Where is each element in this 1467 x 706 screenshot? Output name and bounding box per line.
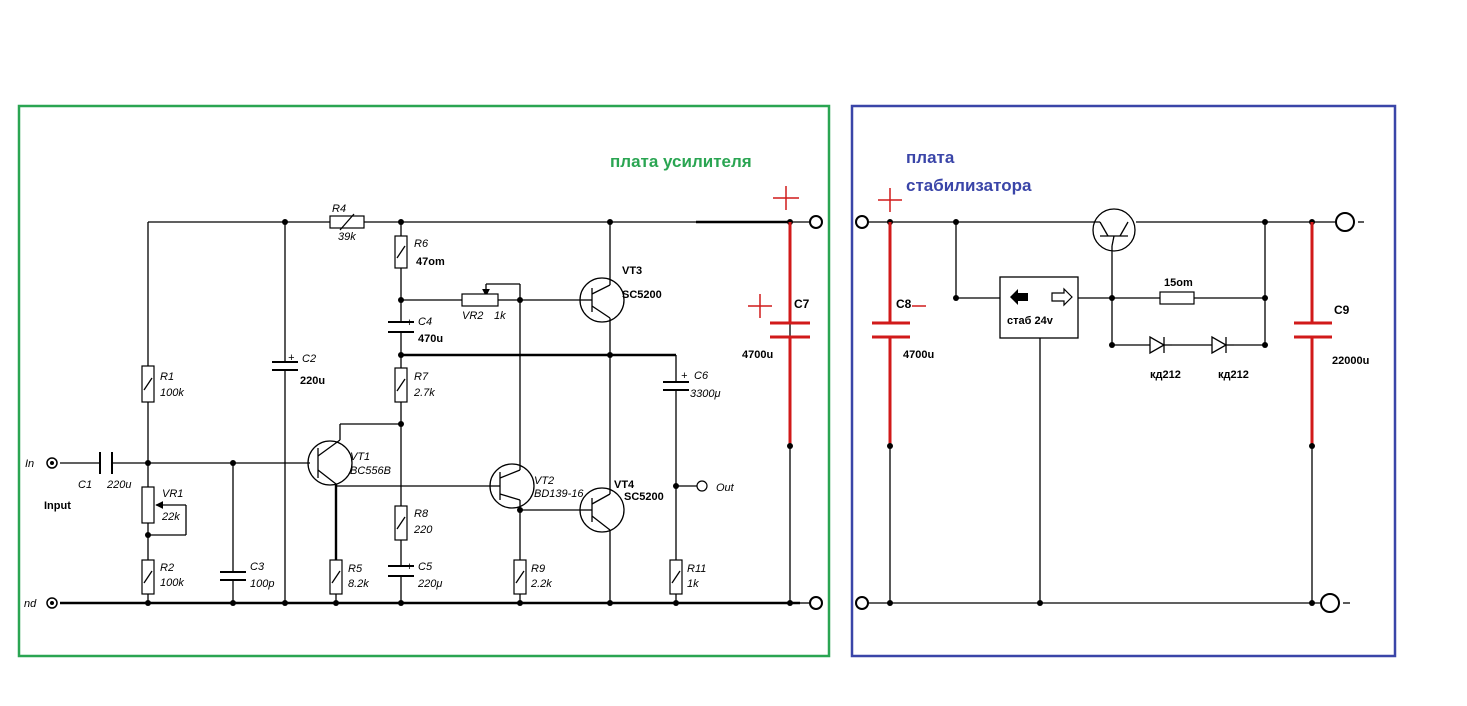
label-vt3-val: SC5200 [622, 289, 662, 301]
label-r9: R9 [531, 563, 545, 575]
amp-wires [60, 220, 812, 605]
label-c1-val: 220u [106, 479, 131, 491]
label-vr1: VR1 [162, 488, 183, 500]
label-in: In [25, 458, 34, 470]
stab-transistor [1092, 208, 1136, 252]
label-c4-val: 470u [418, 333, 443, 345]
label-c9: C9 [1334, 303, 1350, 317]
label-r1-val: 100k [160, 387, 184, 399]
label-c7-val: 4700u [742, 349, 773, 361]
amplifier-board-title: плата усилителя [610, 152, 752, 171]
label-vt2-val: BD139-16 [534, 488, 584, 500]
stabilizer-board-frame [850, 104, 1397, 658]
label-r2-val: 100k [160, 577, 184, 589]
label-r11: R11 [687, 563, 706, 575]
label-vr2: VR2 [462, 310, 483, 322]
label-c7: C7 [794, 297, 810, 311]
label-c2-val: 220u [300, 375, 325, 387]
polarity-marks: + + + + [288, 317, 688, 573]
label-r4-val: 39k [338, 231, 356, 243]
label-vt4: VT4 [614, 479, 635, 491]
amp-junctions [145, 219, 793, 606]
label-r8: R8 [414, 508, 429, 520]
label-c8: C8 [896, 297, 912, 311]
label-c9-val: 22000u [1332, 355, 1369, 367]
label-vr1-val: 22k [161, 511, 180, 523]
amplifier-board-frame [17, 104, 831, 658]
label-d1: кд212 [1150, 369, 1181, 381]
regulator-block: стаб 24v [999, 276, 1079, 339]
label-vt4-val: SC5200 [624, 491, 664, 503]
regulator-label: стаб 24v [1007, 315, 1054, 327]
stabilizer-board-title-2: стабилизатора [906, 176, 1032, 195]
label-vt1-val: BC556B [350, 465, 391, 477]
label-out: Out [716, 482, 735, 494]
label-c4: C4 [418, 316, 432, 328]
label-vt3: VT3 [622, 265, 642, 277]
amp-resistors [141, 213, 683, 595]
label-c8-val: 4700u [903, 349, 934, 361]
label-r5: R5 [348, 563, 363, 575]
label-r7: R7 [414, 371, 429, 383]
label-r1: R1 [160, 371, 174, 383]
label-c6-val: 3300μ [690, 388, 721, 400]
terminals [46, 212, 1364, 613]
label-r6-val: 47om [416, 256, 445, 268]
label-r7-val: 2.7k [413, 387, 435, 399]
svg-text:+: + [406, 561, 413, 573]
label-r5-val: 8.2k [348, 578, 369, 590]
label-c3-val: 100p [250, 578, 274, 590]
label-vt1: VT1 [350, 451, 370, 463]
label-c3: C3 [250, 561, 265, 573]
label-r2: R2 [160, 562, 174, 574]
label-r6: R6 [414, 238, 429, 250]
label-gnd: nd [24, 598, 37, 610]
amp-capacitors [99, 321, 689, 581]
labels: In Input nd Out C1 220u R1 100k VR1 22k … [24, 203, 1369, 610]
label-c5-val: 220μ [417, 578, 442, 590]
label-input: Input [44, 500, 71, 512]
label-r9-val: 2.2k [530, 578, 552, 590]
transistors [307, 277, 625, 533]
stab-junctions [887, 219, 1315, 606]
label-c2: C2 [302, 353, 316, 365]
svg-text:+: + [406, 317, 413, 329]
label-c1: C1 [78, 479, 92, 491]
label-c6: C6 [694, 370, 709, 382]
svg-text:+: + [681, 370, 688, 382]
label-r4: R4 [332, 203, 346, 215]
label-d2: кд212 [1218, 369, 1249, 381]
label-vr2-val: 1k [494, 310, 506, 322]
label-r8-val: 220 [413, 524, 433, 536]
label-r11-val: 1k [687, 578, 699, 590]
stab-wires [868, 221, 1336, 604]
stab-parts [1149, 291, 1234, 355]
svg-text:+: + [288, 352, 295, 364]
label-r-stab: 15om [1164, 277, 1193, 289]
red-capacitors [748, 186, 1332, 603]
label-vt2: VT2 [534, 475, 554, 487]
stabilizer-board-title-1: плата [906, 148, 955, 167]
label-c5: C5 [418, 561, 433, 573]
